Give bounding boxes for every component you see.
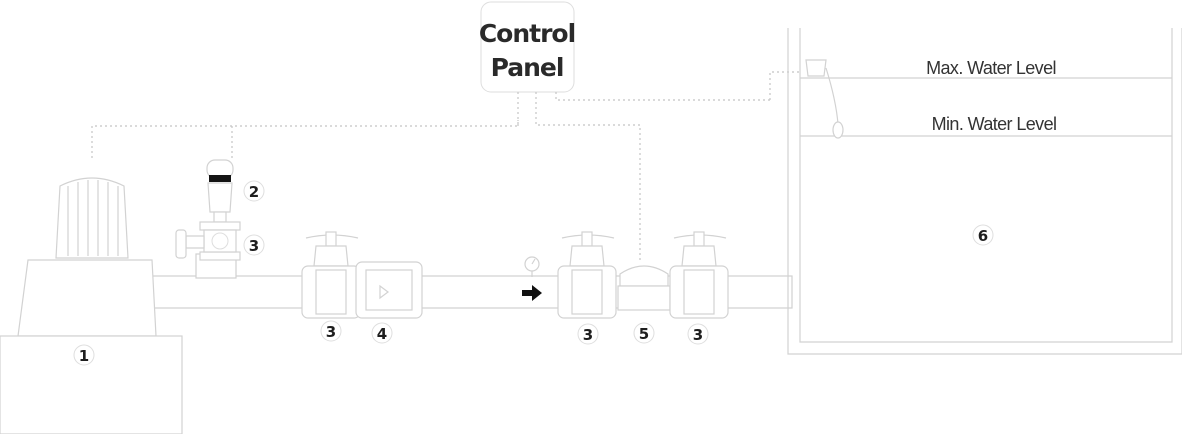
control-panel-label-line2: Panel: [491, 53, 564, 82]
number-label-2: 2: [249, 183, 259, 201]
number-label-6: 6: [978, 227, 988, 245]
gate-valve-a: 3: [301, 231, 361, 342]
gate-valve-c: 3: [669, 231, 729, 345]
number-label-4: 4: [377, 325, 387, 343]
number-label-5: 5: [639, 325, 649, 343]
check-valve: 4: [355, 261, 423, 344]
control-panel: Control Panel: [479, 1, 576, 93]
strainer: 5: [617, 265, 671, 344]
pump: 1: [0, 177, 183, 434]
branch-gate-valve: 3: [175, 221, 265, 261]
gate-valve-b: 3: [557, 231, 617, 345]
number-label-3-branch: 3: [249, 237, 259, 255]
solenoid-valve: 2: [206, 159, 265, 223]
min-water-level-label: Min. Water Level: [932, 114, 1057, 134]
water-tank: Max. Water Level Min. Water Level 6: [787, 28, 1182, 355]
pressure-gauge: [524, 256, 540, 277]
number-label-3-a: 3: [326, 323, 336, 341]
signal-wiring: [91, 71, 800, 262]
number-label-1: 1: [79, 347, 89, 365]
number-label-3-c: 3: [693, 326, 703, 344]
control-panel-label-line1: Control: [479, 19, 575, 48]
max-water-level-label: Max. Water Level: [926, 58, 1056, 78]
number-label-3-b: 3: [583, 326, 593, 344]
float-switch-icon: [805, 59, 844, 139]
flow-direction-arrow-icon: [522, 285, 542, 301]
